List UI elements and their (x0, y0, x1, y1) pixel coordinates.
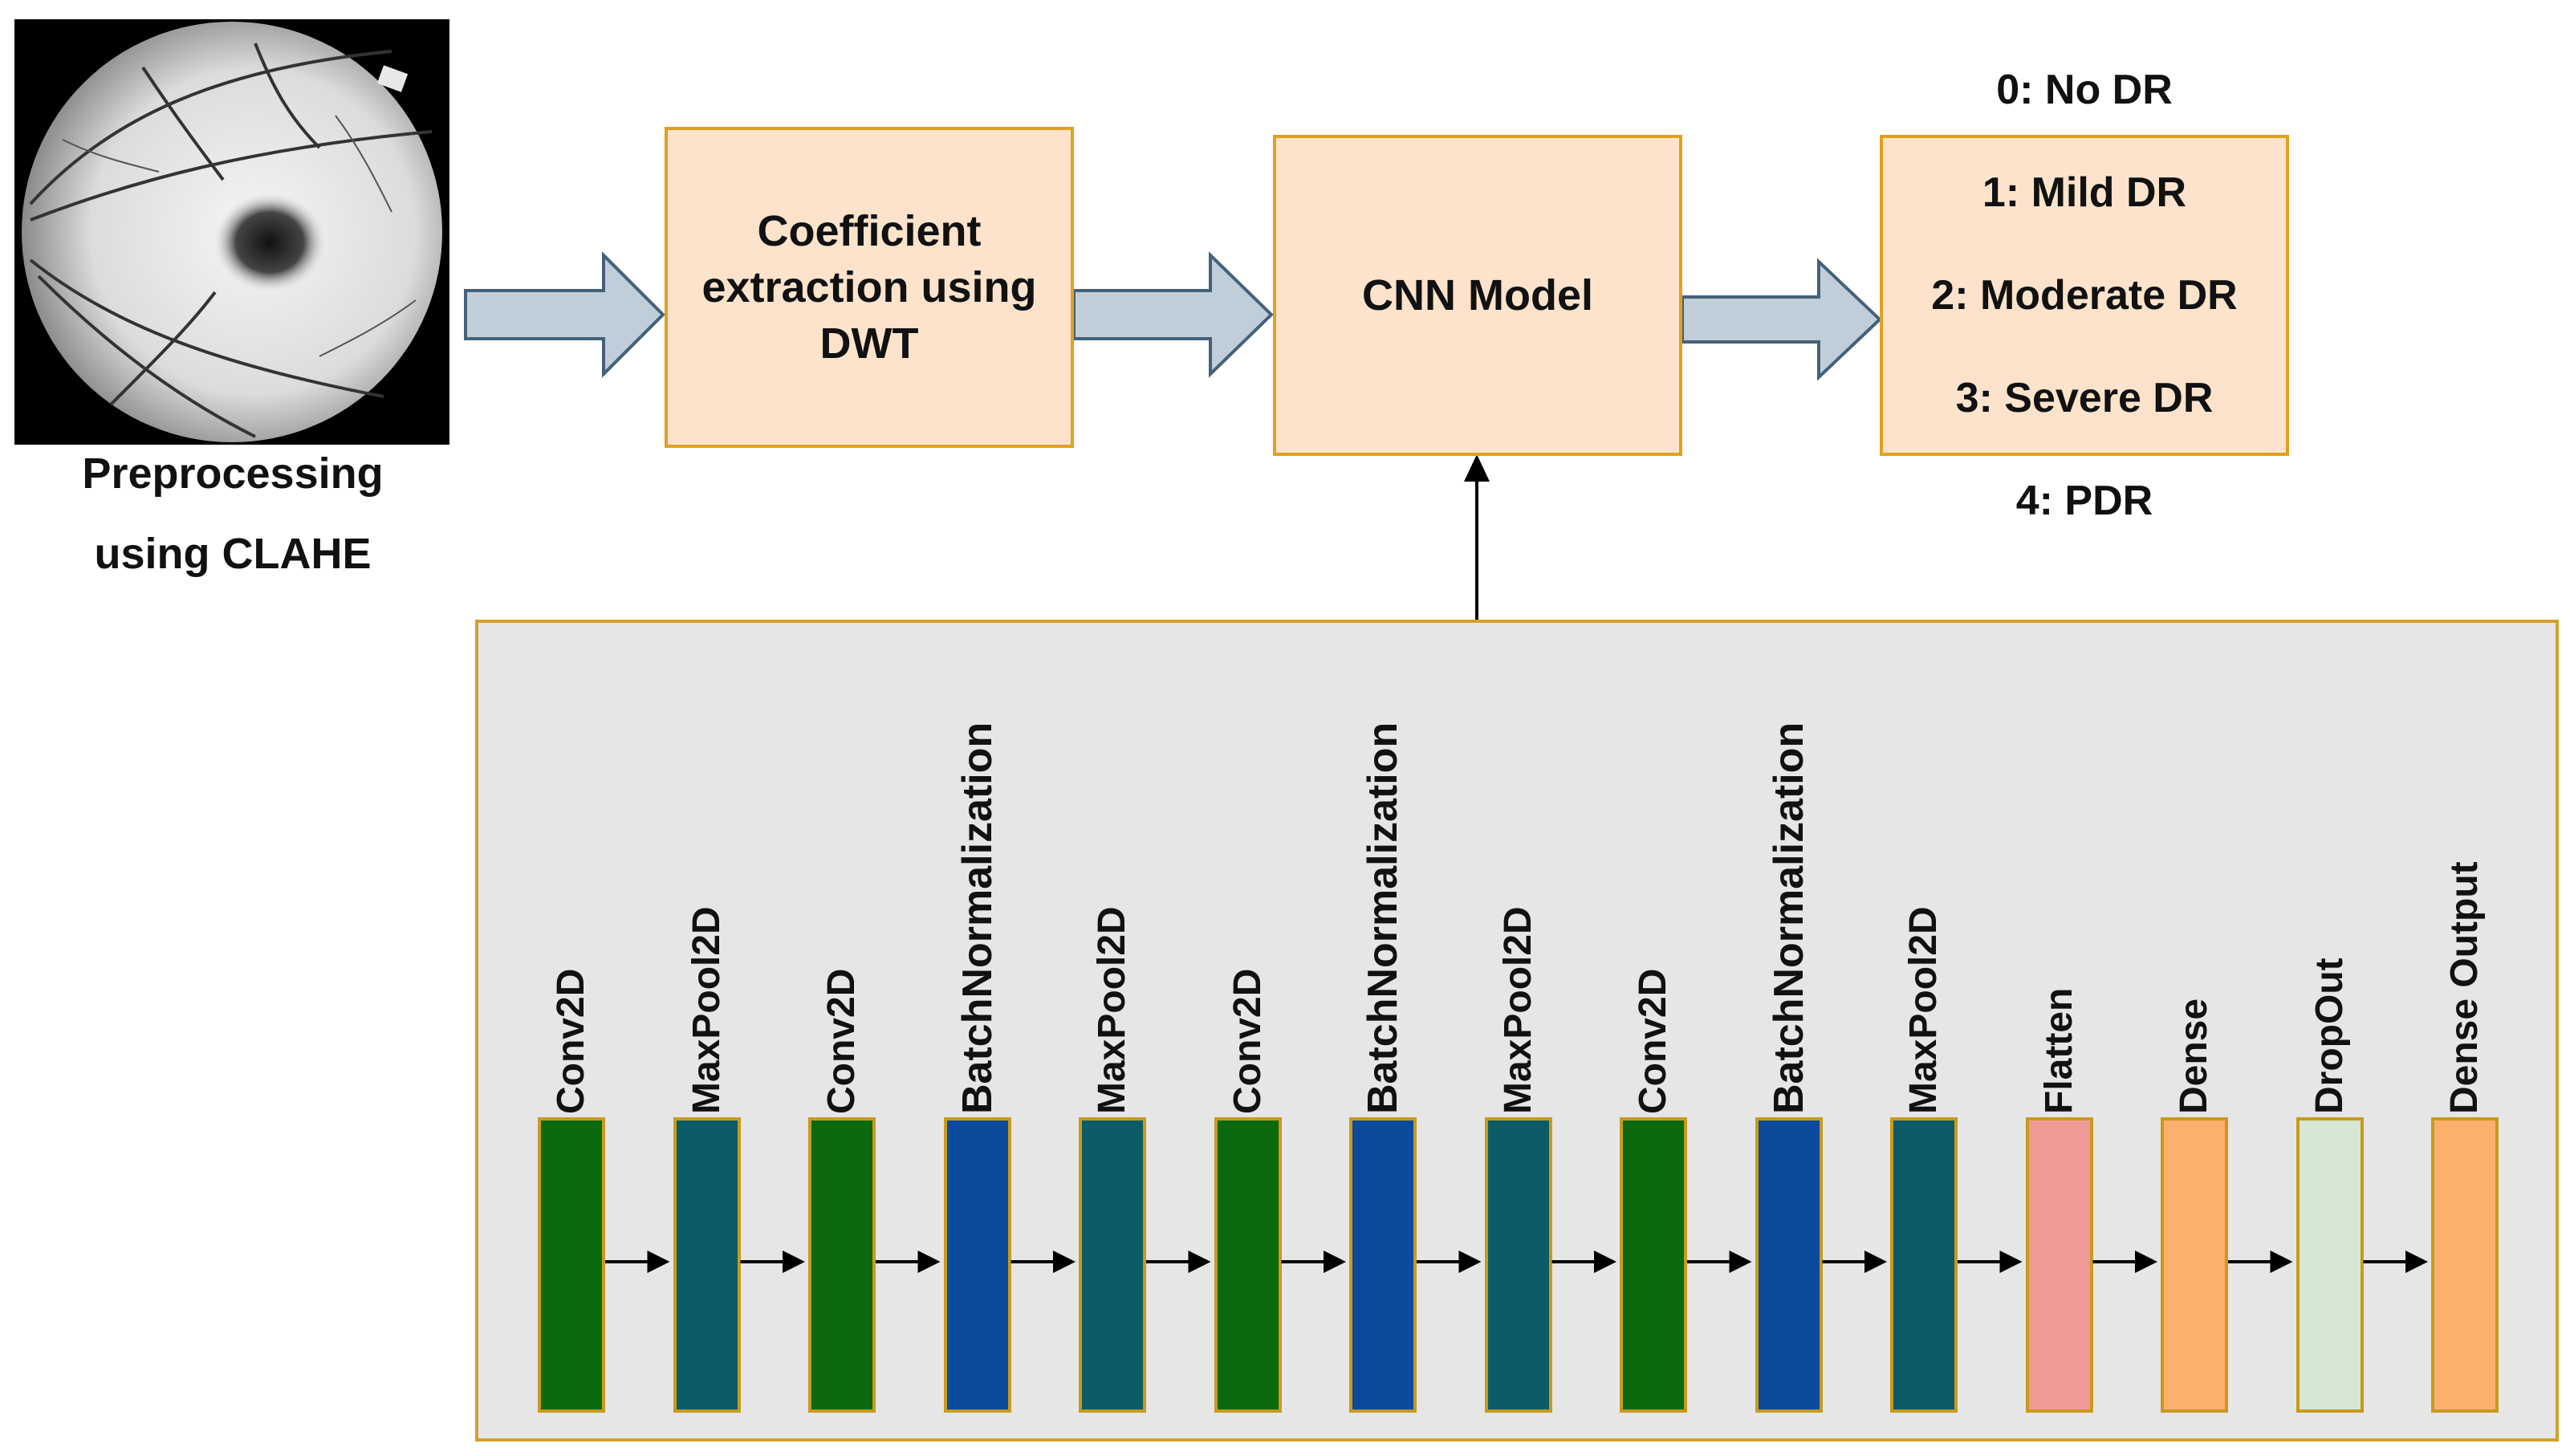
cnn-layer-block (943, 1117, 1011, 1413)
layer-arrowhead (1999, 1251, 2023, 1273)
layer-arrowhead (2405, 1251, 2428, 1273)
cnn-layer-block (1214, 1117, 1282, 1413)
cnn-model-box: CNN Model (1273, 135, 1682, 456)
cnn-layer-block (673, 1117, 741, 1413)
panel-to-cnn-arrowhead (1464, 454, 1490, 482)
cnn-layer-block (1079, 1117, 1146, 1413)
dwt-box: Coefficient extraction using DWT (665, 127, 1074, 448)
layer-arrowhead (1053, 1251, 1076, 1273)
cnn-layer-block (538, 1117, 605, 1413)
layer-arrowhead (1324, 1251, 1346, 1273)
cnn-layer-block (2431, 1117, 2499, 1413)
cnn-layer-block (2296, 1117, 2364, 1413)
cnn-layer-block (808, 1117, 876, 1413)
layer-arrowhead (647, 1251, 670, 1273)
layer-arrows (605, 1251, 2428, 1273)
classes-box: 0: No DR 1: Mild DR 2: Moderate DR 3: Se… (1880, 67, 2289, 524)
layer-arrowhead (783, 1251, 805, 1273)
fundus-retina-graphic (22, 22, 442, 442)
class-1: 1: Mild DR (1982, 169, 2187, 216)
cnn-layer-block (1890, 1117, 1958, 1413)
layer-arrowhead (1864, 1251, 1887, 1273)
classes-list: 0: No DR 1: Mild DR 2: Moderate DR 3: Se… (1931, 13, 2237, 578)
block-arrow-1 (464, 251, 665, 378)
class-4: 4: PDR (2015, 478, 2153, 524)
layer-arrowhead (1594, 1251, 1616, 1273)
fundus-image (14, 19, 449, 445)
cnn-layer-block (1349, 1117, 1417, 1413)
class-3: 3: Severe DR (1955, 375, 2214, 421)
dwt-box-label: Coefficient extraction using DWT (701, 207, 1037, 368)
cnn-layer-block (2161, 1117, 2228, 1413)
cnn-layer-block (1755, 1117, 1823, 1413)
class-0: 0: No DR (1996, 67, 2173, 113)
cnn-layer-block (1620, 1117, 1687, 1413)
block-arrow-2 (1072, 251, 1274, 378)
layer-arrowhead (917, 1251, 941, 1273)
layer-arrowhead (1458, 1251, 1482, 1273)
layer-arrowhead (2135, 1251, 2157, 1273)
layer-arrowhead (1188, 1251, 1211, 1273)
layer-arrowhead (1729, 1251, 1752, 1273)
class-2: 2: Moderate DR (1931, 272, 2238, 319)
cnn-layer-block (1484, 1117, 1552, 1413)
preprocess-caption: Preprocessing using CLAHE (82, 449, 384, 578)
cnn-model-label: CNN Model (1362, 271, 1593, 319)
block-arrow-3 (1681, 258, 1882, 381)
layer-arrowhead (2270, 1251, 2293, 1273)
cnn-layer-block (2025, 1117, 2093, 1413)
